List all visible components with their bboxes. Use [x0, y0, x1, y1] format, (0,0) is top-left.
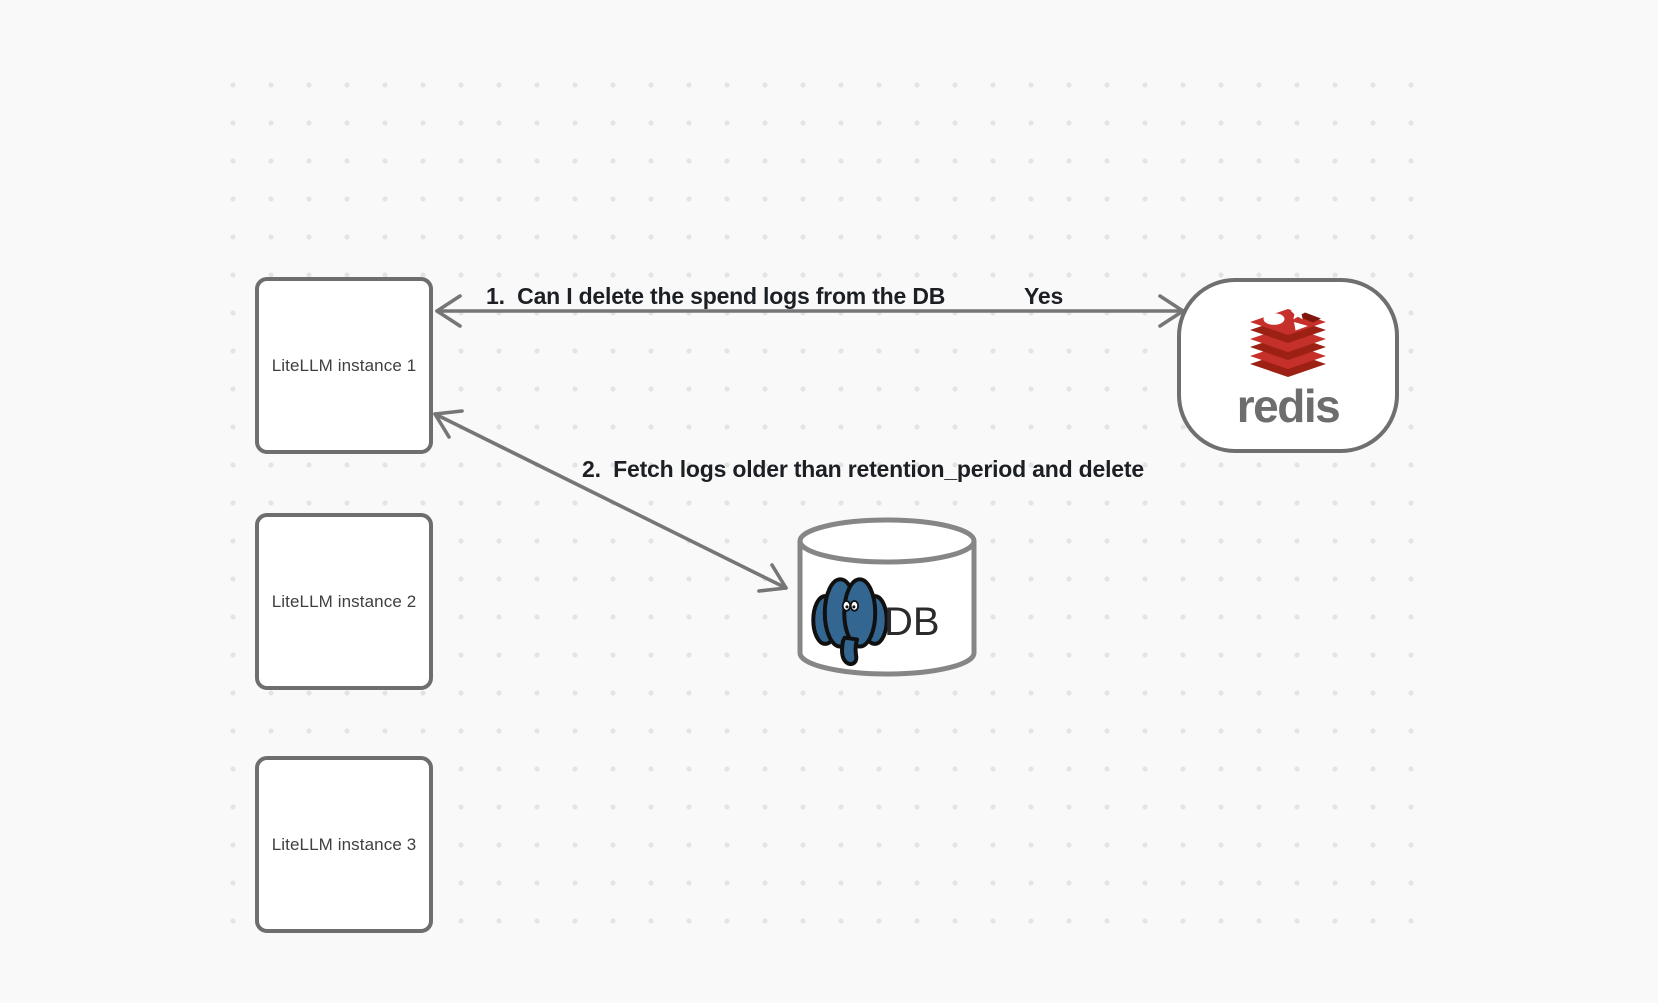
redis-logo-icon — [1250, 306, 1326, 377]
node-litellm-instance-3[interactable]: LiteLLM instance 3 — [255, 756, 433, 933]
node-label: LiteLLM instance 2 — [271, 591, 417, 611]
node-label: LiteLLM instance 3 — [271, 834, 417, 854]
redis-wordmark: redis — [1236, 380, 1341, 432]
node-litellm-instance-1[interactable]: LiteLLM instance 1 — [255, 277, 433, 454]
edge-2-label: 2. Fetch logs older than retention_perio… — [582, 456, 1144, 482]
node-litellm-instance-2[interactable]: LiteLLM instance 2 — [255, 513, 433, 690]
edge-1-label: 1. Can I delete the spend logs from the … — [486, 283, 946, 309]
edge-arrow-db-fetch[interactable] — [433, 409, 788, 593]
edge-1-response-label: Yes — [1024, 283, 1064, 309]
node-redis[interactable]: redis — [1177, 278, 1399, 453]
postgresql-elephant-icon — [811, 577, 889, 666]
db-label: DB — [884, 600, 940, 644]
node-label: LiteLLM instance 1 — [271, 355, 417, 375]
